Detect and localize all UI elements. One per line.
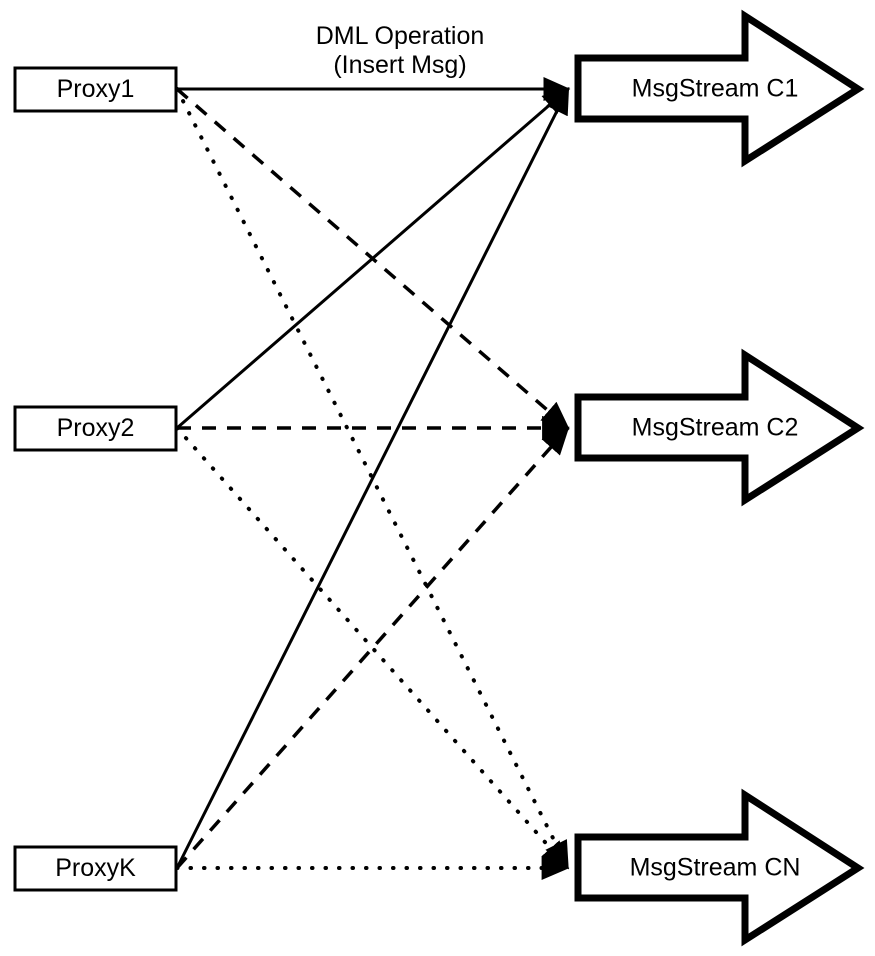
- proxy-box-proxyk: [13, 845, 178, 892]
- msgstream-arrow-shape-msgstream-cn: [574, 788, 865, 947]
- proxy-node-proxy2[interactable]: Proxy2: [13, 405, 178, 452]
- proxy-node-proxy1[interactable]: Proxy1: [13, 66, 178, 113]
- connection-proxyk-to-c1: [175, 86, 570, 869]
- proxy-label-proxyk: ProxyK: [55, 854, 136, 882]
- dml-operation-label-line2: (Insert Msg): [333, 51, 466, 79]
- msgstream-arrow-shape-msgstream-c2: [574, 348, 865, 507]
- msgstream-nodes-group: MsgStream C1 MsgStream C2 MsgStream CN: [574, 9, 865, 947]
- proxy-box-proxy2: [13, 405, 178, 452]
- msgstream-arrow-shape-msgstream-c1: [574, 9, 865, 168]
- connection-proxy2-to-c1: [176, 87, 570, 430]
- proxy-label-proxy1: Proxy1: [57, 75, 135, 103]
- proxy-label-proxy2: Proxy2: [57, 414, 135, 442]
- msgstream-node-msgstream-c1[interactable]: MsgStream C1: [574, 9, 865, 168]
- connections-group: [175, 77, 571, 880]
- proxy-node-proxyk[interactable]: ProxyK: [13, 845, 178, 892]
- msgstream-label-msgstream-c1: MsgStream C1: [632, 75, 799, 103]
- msgstream-node-msgstream-cn[interactable]: MsgStream CN: [574, 788, 865, 947]
- dml-operation-label: DML Operation (Insert Msg): [316, 22, 485, 79]
- msgstream-label-msgstream-c2: MsgStream C2: [632, 414, 799, 442]
- msgstream-node-msgstream-c2[interactable]: MsgStream C2: [574, 348, 865, 507]
- proxy-box-proxy1: [13, 66, 178, 113]
- dml-operation-label-line1: DML Operation: [316, 22, 485, 50]
- msgstream-label-msgstream-cn: MsgStream CN: [630, 854, 801, 882]
